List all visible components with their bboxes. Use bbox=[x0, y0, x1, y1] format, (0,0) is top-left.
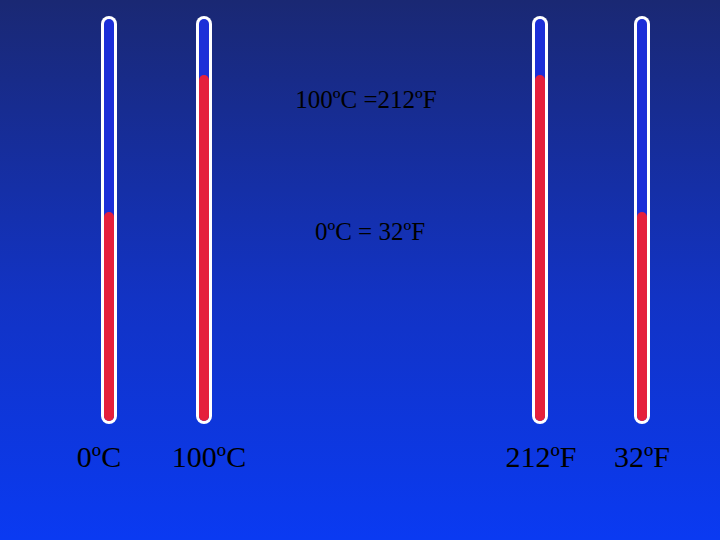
thermometer bbox=[196, 16, 212, 424]
scale-label: 32ºF bbox=[614, 440, 670, 473]
thermometer bbox=[101, 16, 117, 424]
thermometer bbox=[634, 16, 650, 424]
scale-label: 212ºF bbox=[506, 440, 577, 473]
scale-label: 100ºC bbox=[172, 440, 246, 473]
scale-label: 0ºC bbox=[77, 440, 121, 473]
equivalence-label: 100ºC =212ºF bbox=[295, 86, 436, 114]
equivalence-label: 0ºC = 32ºF bbox=[315, 218, 425, 246]
thermometer bbox=[532, 16, 548, 424]
